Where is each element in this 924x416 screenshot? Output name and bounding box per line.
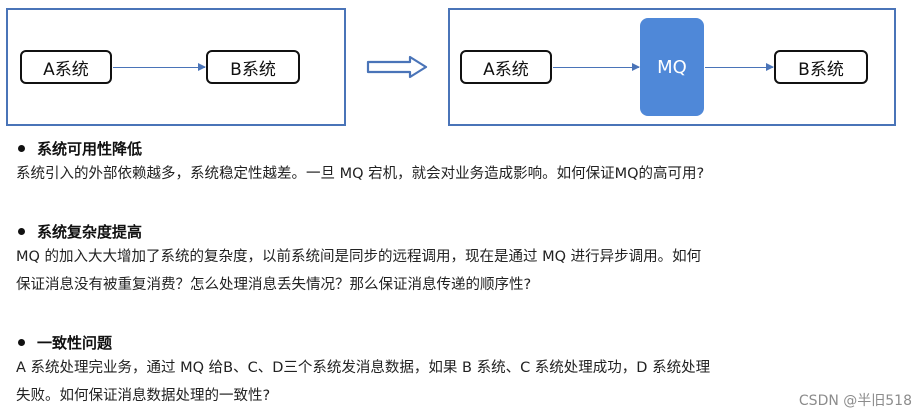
mq-to-b-arrow: [705, 63, 774, 71]
watermark: CSDN @半旧518: [796, 390, 914, 410]
section-paragraph: 系统引入的外部依赖越多，系统稳定性越差。一旦 MQ 宕机，就会对业务造成影响。如…: [16, 160, 766, 188]
paragraph-line: 系统引入的外部依赖越多，系统稳定性越差。一旦 MQ 宕机，就会对业务造成影响。如…: [16, 166, 705, 182]
section-title-text: 系统可用性降低: [37, 140, 143, 158]
a-to-mq-arrow: [553, 63, 640, 71]
system-b-box: B系统: [206, 50, 300, 84]
paragraph-line: 保证消息没有被重复消费？怎么处理消息丢失情况？那么保证消息传递的顺序性?: [16, 277, 532, 293]
system-b-box: B系统: [774, 50, 868, 84]
transition-arrow-icon: [366, 55, 428, 79]
section-title: 一致性问题: [18, 332, 112, 353]
bullet-icon: [18, 339, 25, 346]
mq-box: MQ: [640, 18, 704, 116]
paragraph-line: A 系统处理完业务，通过 MQ 给B、C、D三个系统发消息数据，如果 B 系统、…: [16, 360, 711, 376]
section-paragraph: MQ 的加入大大增加了系统的复杂度，以前系统间是同步的远程调用，现在是通过 MQ…: [16, 243, 766, 299]
section-title-text: 系统复杂度提高: [37, 223, 143, 241]
paragraph-line: MQ 的加入大大增加了系统的复杂度，以前系统间是同步的远程调用，现在是通过 MQ…: [16, 249, 702, 265]
system-a-box: A系统: [460, 50, 552, 84]
section-title: 系统复杂度提高: [18, 221, 142, 242]
bullet-icon: [18, 228, 25, 235]
bullet-icon: [18, 145, 25, 152]
section-paragraph: A 系统处理完业务，通过 MQ 给B、C、D三个系统发消息数据，如果 B 系统、…: [16, 354, 766, 410]
system-a-box: A系统: [20, 50, 112, 84]
paragraph-line: 失败。如何保证消息数据处理的一致性?: [16, 388, 271, 404]
direct-call-arrow: [113, 63, 206, 71]
section-title: 系统可用性降低: [18, 138, 142, 159]
section-title-text: 一致性问题: [37, 334, 113, 352]
